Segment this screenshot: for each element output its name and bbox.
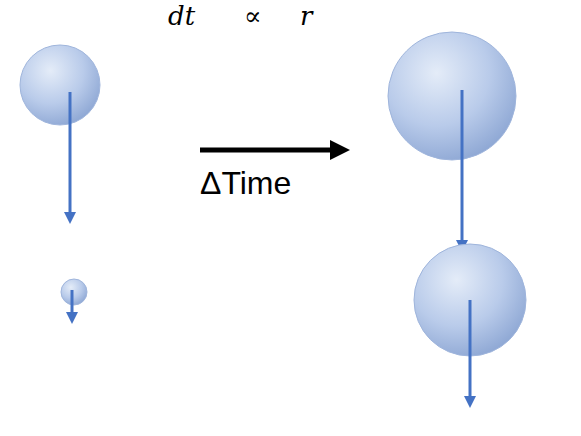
math-symbol: ∝ xyxy=(244,2,262,31)
math-term: r xyxy=(300,2,312,31)
time-label: ΔTime xyxy=(200,166,291,201)
drop-left-small xyxy=(61,279,87,318)
drop-left-large xyxy=(20,45,100,218)
drop-right-large xyxy=(388,32,516,246)
math-term: dt xyxy=(168,2,195,31)
time-arrow xyxy=(200,150,340,151)
drop-right-merged xyxy=(414,244,526,402)
